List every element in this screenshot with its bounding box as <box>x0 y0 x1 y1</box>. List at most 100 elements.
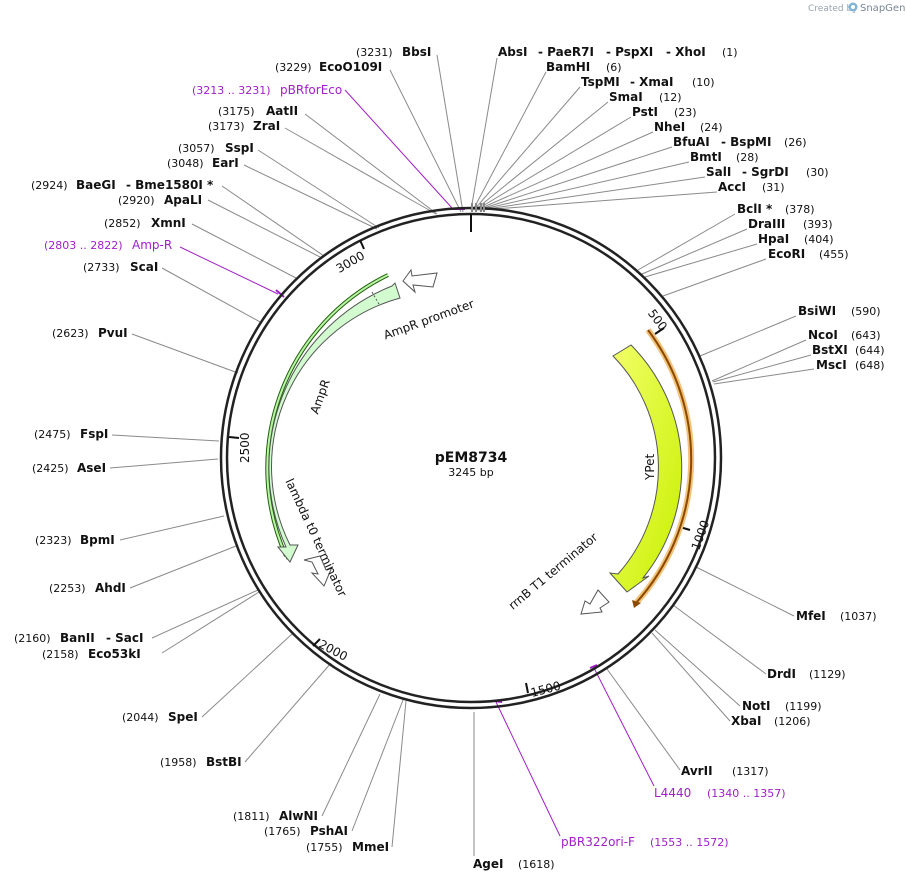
leader-ecoo109i <box>389 69 462 213</box>
site-bamhi-name: BamHI <box>546 60 590 74</box>
mcs-marks <box>471 203 485 212</box>
site-draiii-name: DraIII <box>748 217 785 231</box>
site-aatii-name: AatII <box>266 104 298 118</box>
ypet-arrow <box>608 344 683 593</box>
site-paer7i-name: - PaeR7I <box>538 45 594 59</box>
site-ecori-pos: (455) <box>819 248 849 261</box>
site-absi-name: AbsI <box>498 45 527 59</box>
site-acci-name: AccI <box>718 180 746 194</box>
leader-pbrforeco <box>344 89 453 209</box>
primer-leaders <box>179 89 655 837</box>
credit-text: Created by <box>808 4 858 14</box>
site-acci-pos: (31) <box>762 181 785 194</box>
site-drdi-name: DrdI <box>767 667 796 681</box>
site-agei-name: AgeI <box>473 857 503 871</box>
leader-bpmi <box>119 515 225 541</box>
mark-l4440 <box>589 664 598 669</box>
site-msci-pos: (648) <box>855 359 885 372</box>
leader-aatii <box>304 113 438 215</box>
leader-acci <box>480 191 718 211</box>
site-bstxi-pos: (644) <box>855 344 885 357</box>
leader-ncoi <box>711 339 807 382</box>
site-bpmi-pos: (2323) <box>35 534 72 547</box>
leader-hpai <box>644 243 758 278</box>
site-nhei-name: NheI <box>654 120 685 134</box>
leader-mfei <box>695 566 795 617</box>
site-draiii-pos: (393) <box>803 218 833 231</box>
site-noti-pos: (1199) <box>785 700 822 713</box>
leader-eco53ki <box>161 591 260 654</box>
leader-l4440 <box>593 667 655 787</box>
site-bstbi-pos: (1958) <box>160 756 197 769</box>
site-ncoi-name: NcoI <box>808 328 838 342</box>
leader-baegi <box>221 185 325 257</box>
site-psti-name: PstI <box>632 105 658 119</box>
site-ahdi-name: AhdI <box>95 581 126 595</box>
site-saci-name: - SacI <box>106 631 143 645</box>
leader-bfuai <box>477 146 673 211</box>
leader-eari <box>243 164 378 230</box>
primer-pbrforeco-name: pBRforEco <box>280 83 342 97</box>
site-baegi-pos: (2924) <box>31 179 68 192</box>
leader-banii <box>151 589 259 639</box>
site-zrai-name: ZraI <box>253 119 280 133</box>
site-eco53ki-pos: (2158) <box>42 648 79 661</box>
leader-xmni <box>191 223 297 279</box>
site-smai-name: SmaI <box>609 90 643 104</box>
snapgene-brand: SnapGene <box>860 3 906 14</box>
site-apali-name: ApaLI <box>164 193 202 207</box>
ampr-arrow <box>268 282 401 563</box>
leader-msci <box>713 368 815 385</box>
ypet-outline-arc <box>635 329 693 604</box>
site-asei-pos: (2425) <box>32 462 69 475</box>
site-drdi-pos: (1129) <box>809 668 846 681</box>
plasmid-length: 3245 bp <box>448 466 493 479</box>
site-bme1580i-name: - Bme1580I * <box>126 178 214 192</box>
site-bspmi-name: - BspMI <box>721 135 771 149</box>
site-pvui-name: PvuI <box>98 326 128 340</box>
leader-pshai <box>351 699 404 832</box>
site-mmei-pos: (1755) <box>306 841 343 854</box>
leader-fspi <box>111 434 220 442</box>
site-hpai-name: HpaI <box>758 232 789 246</box>
mark-amp-r <box>275 289 285 298</box>
site-sali-name: SalI <box>706 165 731 179</box>
site-bfuai-name: BfuAI <box>673 135 710 149</box>
lambda-t0-arrow <box>303 555 333 587</box>
primer-amp-r-range: (2803 .. 2822) <box>44 239 123 252</box>
tick-labels: 500 1000 1500 2000 2500 3000 <box>238 248 712 700</box>
site-xbai-pos: (1206) <box>774 715 811 728</box>
site-ncoi-pos: (643) <box>851 329 881 342</box>
leader-smai <box>474 101 609 211</box>
site-sspi-name: SspI <box>225 141 254 155</box>
site-zrai-pos: (3173) <box>208 120 245 133</box>
site-alwni-name: AlwNI <box>279 809 318 823</box>
site-xbai-name: XbaI <box>731 714 761 728</box>
site-xhoi-name: - XhoI <box>666 45 706 59</box>
site-alwni-pos: (1811) <box>233 810 270 823</box>
site-bcli-pos: (378) <box>785 203 815 216</box>
left-site-labels: (3231) BbsI (3229) EcoO109I (3175) AatII… <box>14 45 431 854</box>
site-bbsi-pos: (3231) <box>356 46 393 59</box>
leader-draiii <box>641 228 748 275</box>
primer-pbrforeco-range: (3213 .. 3231) <box>192 84 271 97</box>
leader-mmei <box>391 700 407 848</box>
leader-noti <box>654 629 741 707</box>
site-sgrdi-name: - SgrDI <box>742 165 789 179</box>
leader-ecori <box>662 258 767 297</box>
site-ecoo109i-name: EcoO109I <box>319 60 382 74</box>
site-absi-pos: (1) <box>722 46 738 59</box>
site-nhei-pos: (24) <box>700 121 723 134</box>
ampr-highlight-arc <box>266 274 389 557</box>
site-fspi-name: FspI <box>80 427 108 441</box>
site-agei-pos: (1618) <box>518 858 555 871</box>
site-bmti-pos: (28) <box>736 151 759 164</box>
site-sali-pos: (30) <box>806 166 829 179</box>
site-sspi-pos: (3057) <box>178 142 215 155</box>
site-bmti-name: BmtI <box>690 150 722 164</box>
site-bcli-name: BclI * <box>737 202 773 216</box>
site-eari-name: EarI <box>212 156 239 170</box>
lambda-t0-label: lambda t0 terminator <box>282 476 349 599</box>
site-ahdi-pos: (2253) <box>49 582 86 595</box>
site-avrii-pos: (1317) <box>732 765 769 778</box>
